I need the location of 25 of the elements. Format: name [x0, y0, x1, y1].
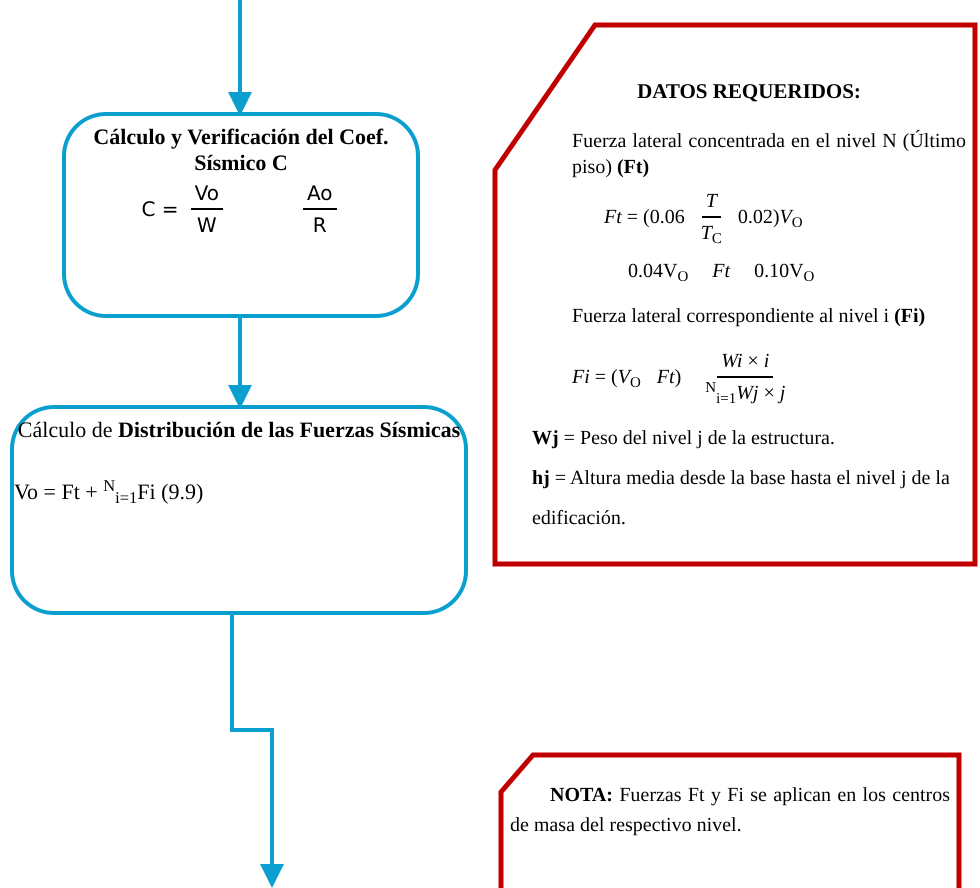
formula-term: Ao: [306, 181, 333, 205]
formula-term: 0.10V$_{O}$: [754, 259, 814, 284]
definition-text: Wj = Peso del nivel j de la estructura.: [532, 426, 836, 451]
formula-term: C =: [141, 196, 179, 222]
formula-term: T$_{C}$: [700, 222, 722, 244]
formula-term: Wi × i: [721, 350, 770, 372]
flow-arrow: [230, 615, 284, 888]
definition-text: hj = Altura media desde la base hasta el nivel j de la edificación.: [532, 466, 951, 531]
step-title: Cálculo y Verificación del Coef. Sísmico C: [92, 124, 390, 176]
requirement-text: Fuerza lateral concentrada en el nivel N (Último piso) (Ft): [572, 128, 966, 180]
formula-term: R: [312, 213, 327, 237]
formula-term: Fi = (V$_{O}$: [572, 365, 641, 390]
formula-term: W: [196, 213, 217, 237]
panel-heading: DATOS REQUERIDOS:: [636, 78, 862, 104]
formula-term: Ft): [656, 365, 682, 390]
formula-term: Vo: [194, 181, 219, 205]
formula-term: 0.04V$_{O}$: [628, 259, 688, 284]
requirement-text: Fuerza lateral correspondiente al nivel i (Fi): [572, 304, 926, 329]
note-text: NOTA: Fuerzas Ft y Fi se aplican en los centros de masa del respectivo nivel.: [510, 783, 950, 838]
formula-term: T: [706, 190, 717, 212]
step-title: Cálculo de Distribución de las Fuerzas Sísmicas: [16, 417, 462, 443]
formula-term: Ft = (0.06: [604, 205, 685, 230]
formula: Vo = Ft + $^{N}$$_{i=1}$Fi (9.9): [14, 479, 204, 505]
formula-term: Ft: [712, 259, 730, 284]
formula-term: 0.02)V$_{O}$: [738, 205, 803, 230]
